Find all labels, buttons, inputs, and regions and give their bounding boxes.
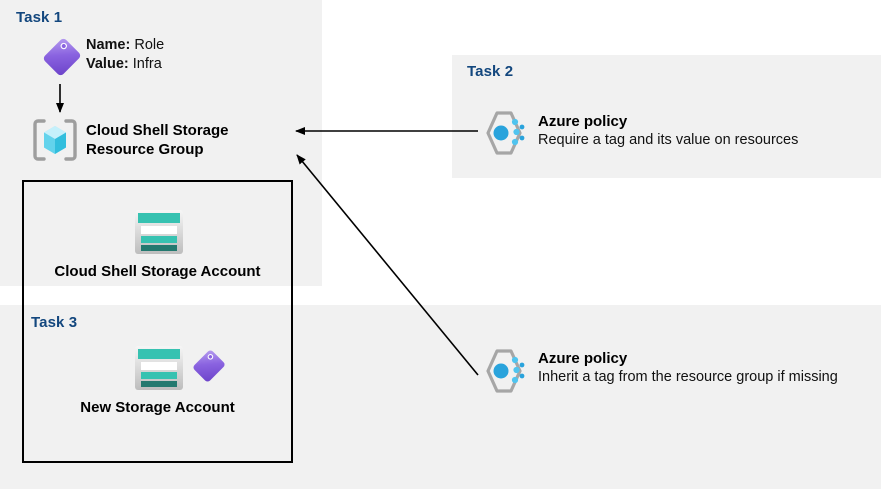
storage-account-icon xyxy=(135,210,183,254)
task2-panel xyxy=(452,55,881,178)
tag-name-line: Name: Role xyxy=(86,36,164,55)
task3-label: Task 3 xyxy=(31,314,78,331)
resource-group-title: Cloud Shell Storage Resource Group xyxy=(86,121,286,159)
tag-value-line: Value: Infra xyxy=(86,55,164,74)
new-storage-account-title: New Storage Account xyxy=(80,399,235,416)
policy-task3-description: Inherit a tag from the resource group if… xyxy=(538,369,838,385)
task2-label: Task 2 xyxy=(467,63,514,80)
tag-icon xyxy=(43,38,81,76)
tag-value-value: Infra xyxy=(132,56,162,72)
tag-key-value-block: Name: Role Value: Infra xyxy=(86,36,164,74)
azure-policy-icon xyxy=(486,111,525,155)
storage-account-icon xyxy=(135,346,183,390)
task1-label: Task 1 xyxy=(16,9,63,26)
policy-task3-title: Azure policy xyxy=(538,350,628,367)
tag-name-label: Name: xyxy=(86,37,131,53)
policy-task3-text: Azure policy Inherit a tag from the reso… xyxy=(538,349,860,387)
policy-task2-description: Require a tag and its value on resources xyxy=(538,132,799,148)
cloud-shell-storage-account-title: Cloud Shell Storage Account xyxy=(54,263,261,280)
tag-name-value: Role xyxy=(134,37,165,53)
resource-group-icon xyxy=(33,119,77,161)
resource-group-container-box xyxy=(22,180,293,463)
policy-task2-text: Azure policy Require a tag and its value… xyxy=(538,112,868,150)
tag-value-label: Value: xyxy=(86,56,129,72)
policy-task2-title: Azure policy xyxy=(538,113,628,130)
tag-icon xyxy=(193,350,225,382)
azure-policy-icon xyxy=(486,349,525,393)
resource-group-title-line2: Resource Group xyxy=(86,141,204,158)
resource-group-title-line1: Cloud Shell Storage xyxy=(86,122,229,139)
